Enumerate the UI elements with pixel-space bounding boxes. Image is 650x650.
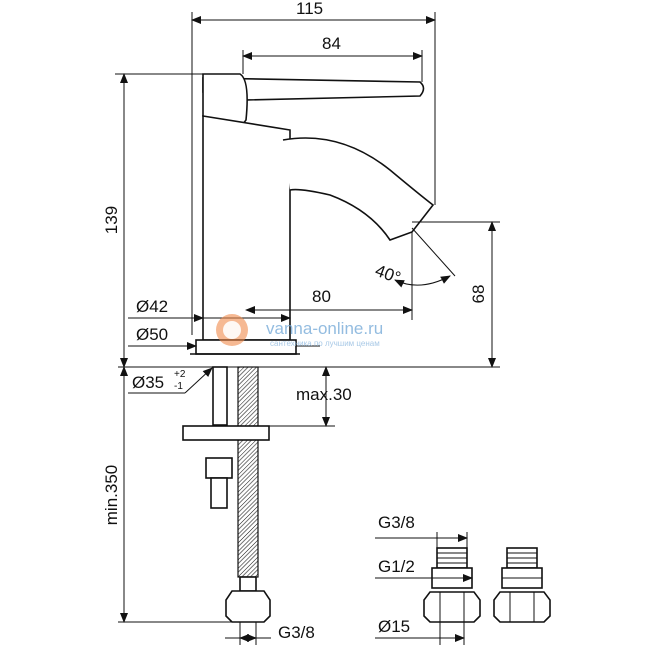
dim-max-thickness bbox=[269, 366, 335, 427]
label-base-50: Ø50 bbox=[136, 325, 168, 344]
hose-ferrule bbox=[239, 576, 257, 592]
dim-base-42 bbox=[128, 300, 291, 340]
mounting-stud bbox=[212, 366, 228, 426]
adapter-right bbox=[493, 547, 551, 623]
label-hole-tol-lower: -1 bbox=[174, 381, 183, 392]
watermark: vanna-online.ru сантехника по лучшим цен… bbox=[216, 314, 383, 348]
label-spout-height: 68 bbox=[469, 285, 488, 304]
label-max-thickness: max.30 bbox=[296, 385, 352, 404]
label-width-total: 115 bbox=[296, 0, 323, 18]
dim-width-total bbox=[191, 12, 436, 335]
faucet-body bbox=[190, 73, 435, 355]
label-hose-length: min.350 bbox=[102, 465, 121, 525]
label-spout-reach: 80 bbox=[312, 287, 331, 306]
hose-nut bbox=[225, 590, 271, 623]
dim-height-total bbox=[115, 73, 203, 368]
dim-width-spout bbox=[242, 50, 423, 82]
label-spray-angle: 40° bbox=[373, 261, 404, 288]
mounting-nut bbox=[205, 457, 233, 479]
label-base-42: Ø42 bbox=[136, 297, 168, 316]
label-hole-35: Ø35 bbox=[132, 373, 164, 392]
watermark-site: vanna-online.ru bbox=[266, 319, 383, 338]
label-width-spout: 84 bbox=[322, 34, 341, 53]
stud-end bbox=[210, 477, 228, 509]
label-hole-tol-upper: +2 bbox=[174, 369, 186, 380]
dim-spray-angle bbox=[394, 227, 456, 288]
dim-hole-35 bbox=[128, 367, 213, 394]
braided-hose bbox=[237, 366, 259, 578]
label-adapter-g12: G1/2 bbox=[378, 557, 415, 576]
label-hose-thread: G3/8 bbox=[278, 623, 315, 642]
dim-spout-height bbox=[412, 221, 500, 368]
adapter-left bbox=[423, 547, 481, 623]
watermark-tagline: сантехника по лучшим ценам bbox=[270, 339, 380, 348]
mounting-bracket bbox=[182, 425, 270, 441]
label-adapter-g38: G3/8 bbox=[378, 513, 415, 532]
faucet-column bbox=[202, 115, 291, 341]
dim-hose-length bbox=[118, 366, 232, 623]
dim-hose-thread bbox=[225, 622, 271, 645]
label-adapter-d15: Ø15 bbox=[378, 617, 410, 636]
mounting-assembly bbox=[118, 366, 500, 623]
dim-adapter bbox=[375, 532, 473, 645]
label-height-total: 139 bbox=[102, 206, 121, 234]
faucet-spout bbox=[282, 137, 435, 241]
